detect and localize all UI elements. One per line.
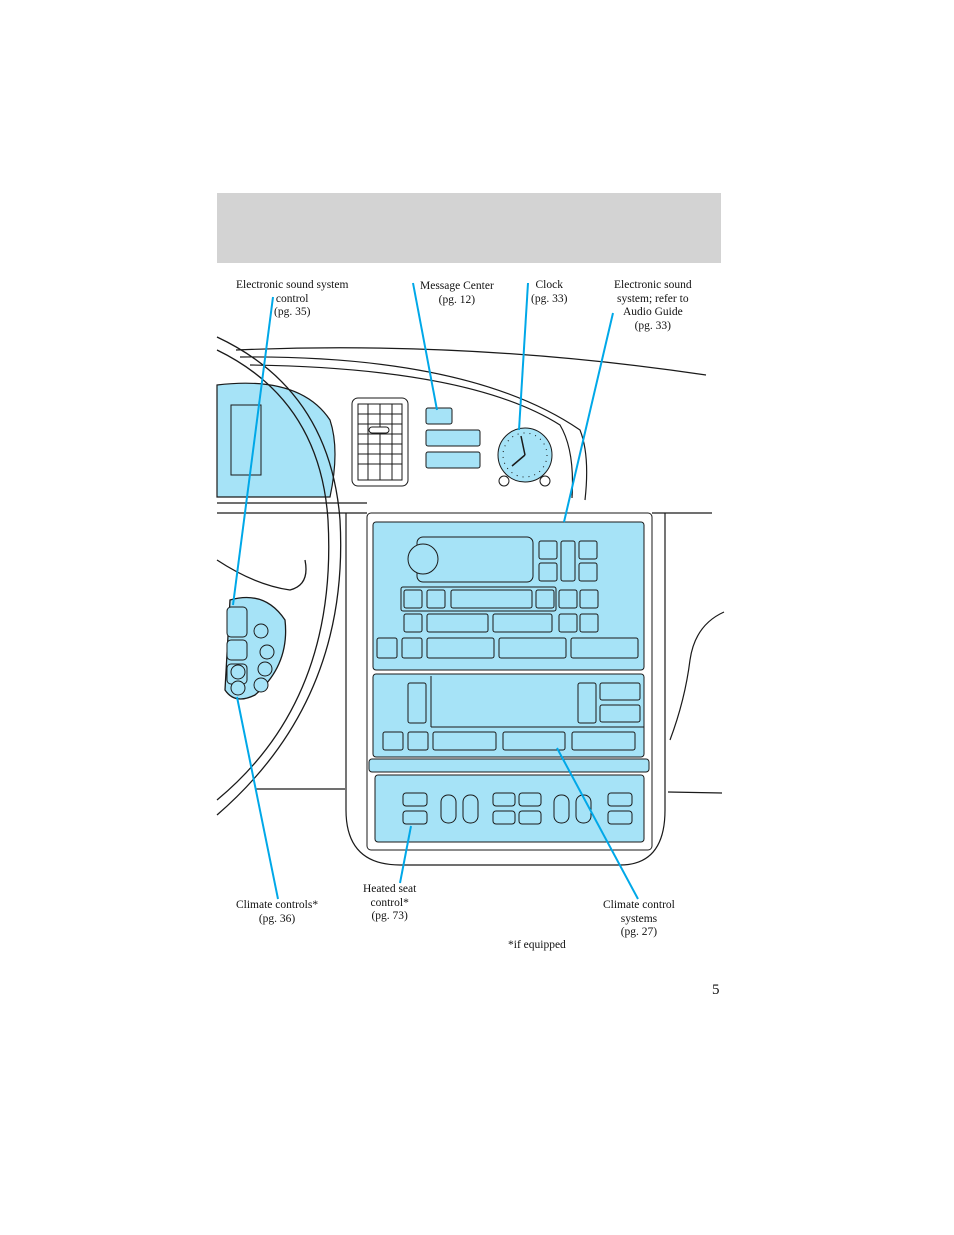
dash-top-line (235, 347, 707, 376)
climate-panel (368, 673, 650, 773)
callout-sound-control: Electronic sound system control (pg. 35) (236, 279, 349, 318)
instrument-cluster (216, 382, 336, 498)
callout-sound-system: Electronic sound system; refer to Audio … (614, 279, 692, 332)
message-center (425, 407, 481, 469)
clock (497, 427, 553, 487)
radio-panel (372, 521, 645, 671)
callout-heated-seat: Heated seat control* (pg. 73) (363, 883, 417, 922)
page-number: 5 (712, 982, 720, 998)
dash-line-2 (239, 356, 588, 501)
header-band (217, 193, 721, 263)
callout-climate-controls: Climate controls* (pg. 36) (236, 899, 319, 925)
footnote: *if equipped (508, 939, 566, 951)
callout-clock: Clock (pg. 33) (531, 279, 568, 305)
callout-message-center: Message Center (pg. 12) (420, 280, 494, 306)
leader-lines (232, 282, 639, 900)
callout-climate-systems: Climate control systems (pg. 27) (603, 899, 675, 938)
lower-controls (374, 774, 645, 843)
steering-wheel-controls (226, 606, 275, 696)
air-vent (351, 397, 409, 487)
